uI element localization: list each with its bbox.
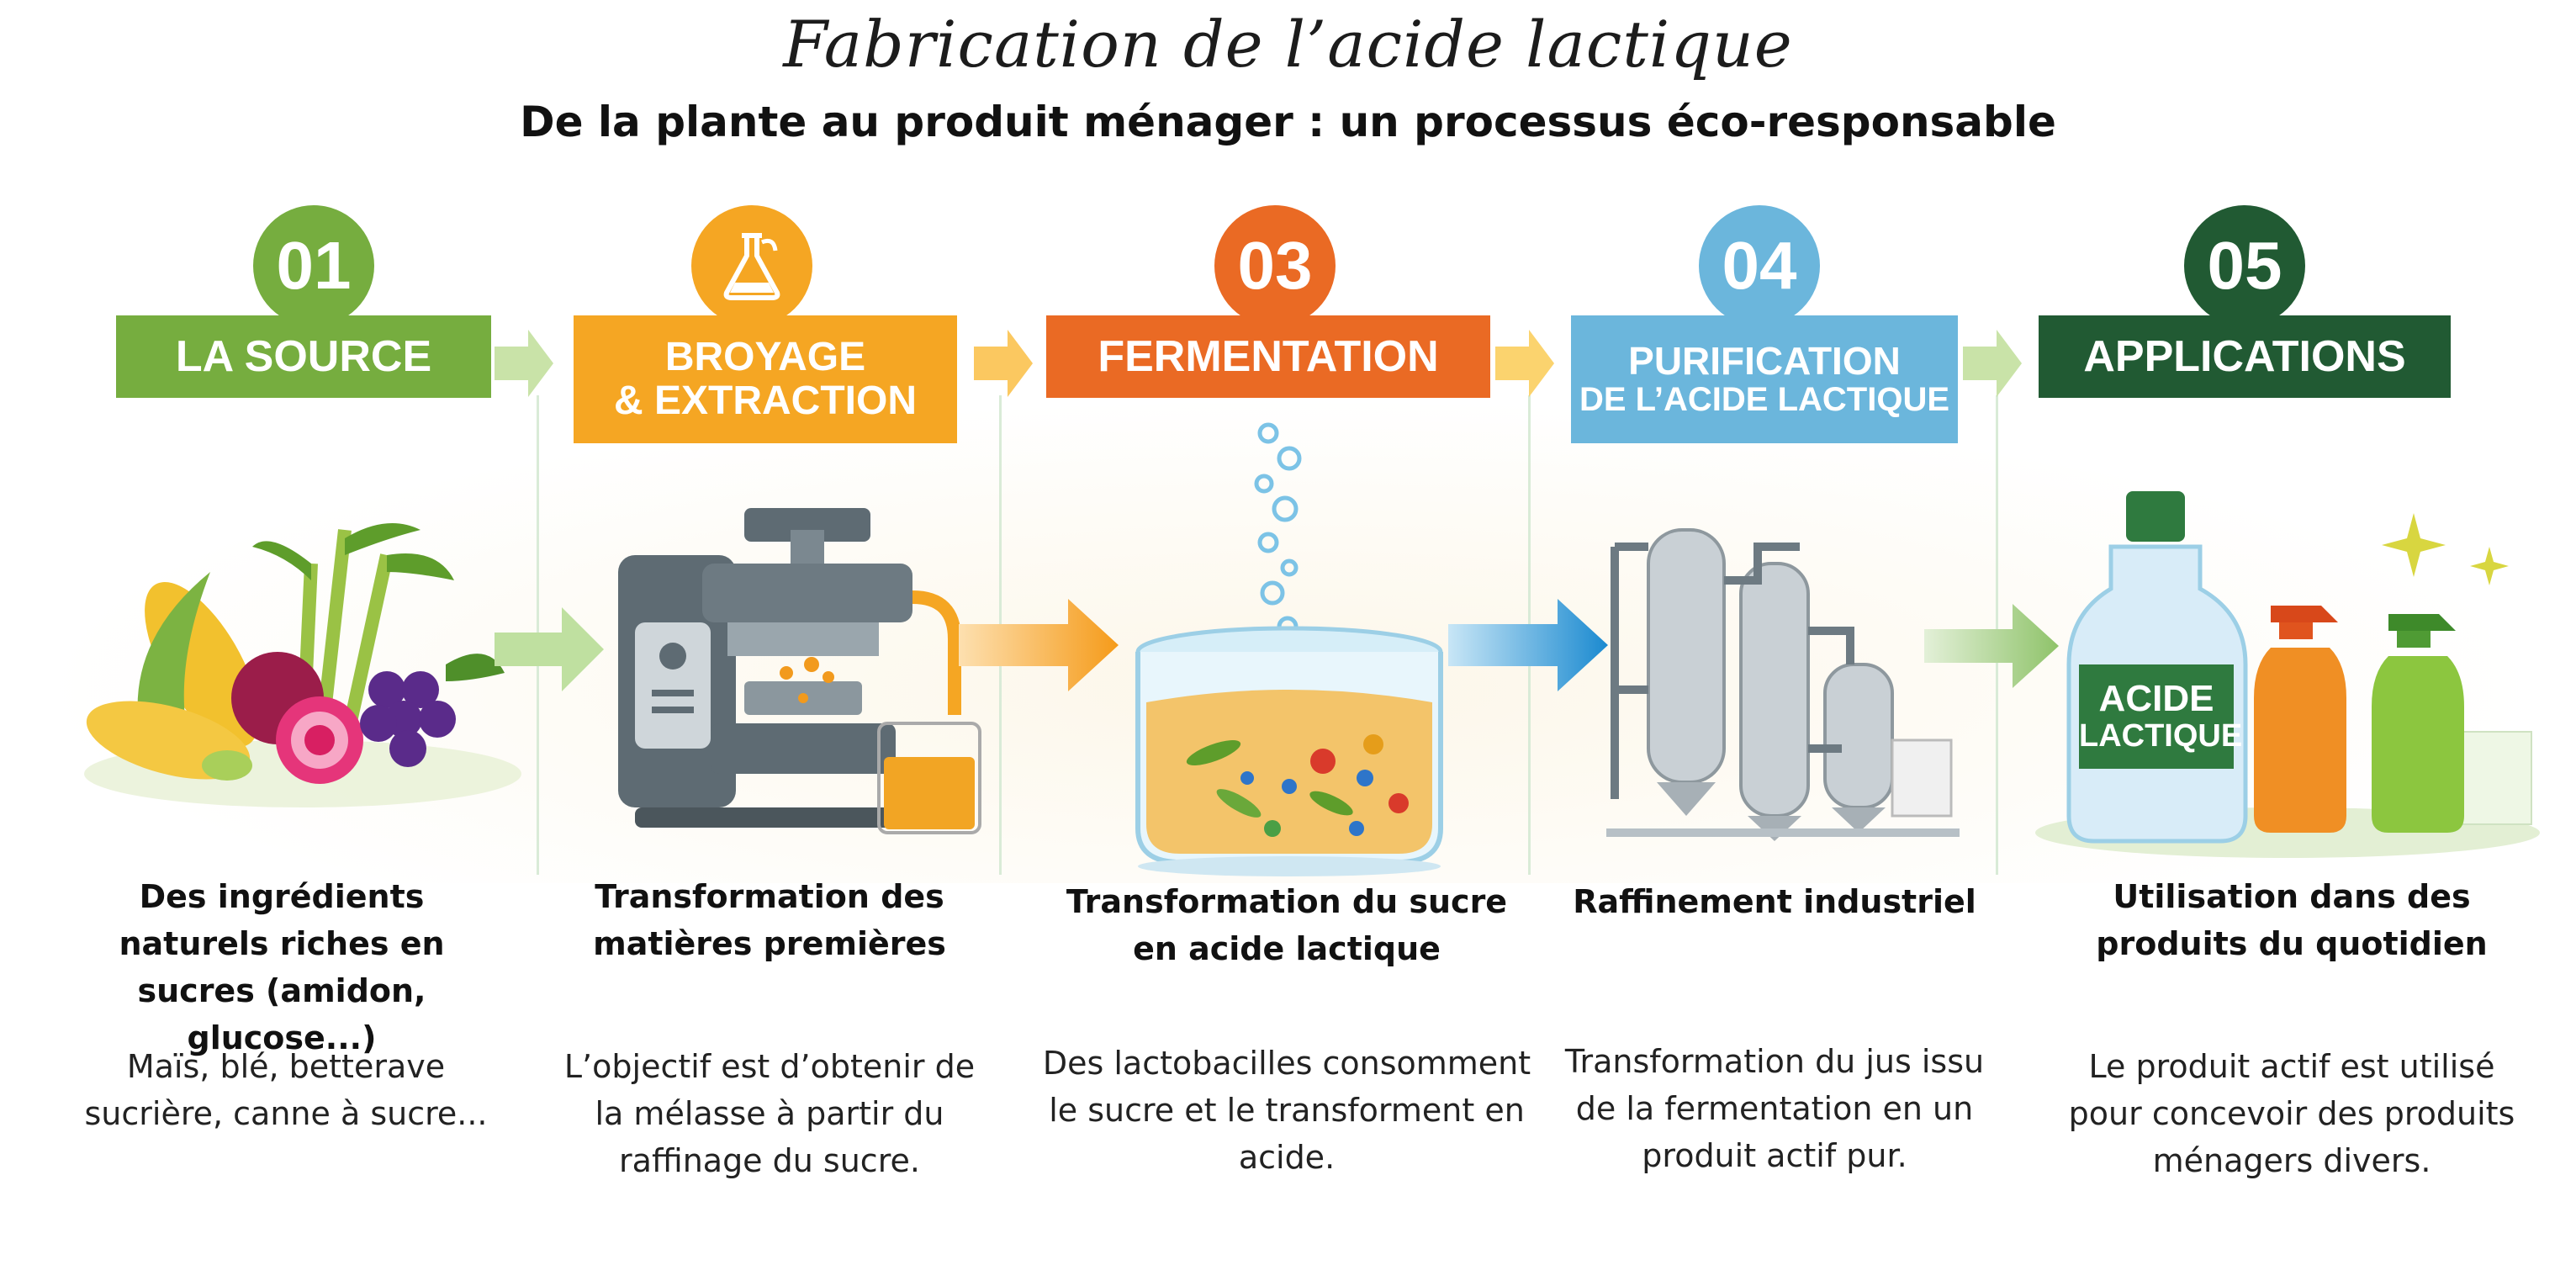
step-title: Utilisation dans des produits du quotidi… <box>2096 878 2488 962</box>
bubbles <box>1254 422 1302 638</box>
flask-icon <box>723 233 780 300</box>
page-title: Fabrication de l’acide lactique <box>783 7 1793 82</box>
grapes <box>360 671 456 767</box>
step-banner: BROYAGE & EXTRACTION <box>574 315 957 443</box>
step-number-badge: 01 <box>253 205 374 326</box>
spray-bottle-orange <box>2254 606 2346 833</box>
step-banner-line: LA SOURCE <box>175 331 432 381</box>
step-banner: FERMENTATION <box>1046 315 1490 398</box>
step-banner-line: APPLICATIONS <box>2083 331 2406 381</box>
step-icon-badge <box>691 205 812 326</box>
chevron-right-icon <box>495 330 553 397</box>
arrow-right-icon <box>1924 604 2059 688</box>
step-banner-line: PURIFICATION <box>1628 338 1901 383</box>
step-title: Transformation du sucre en acide lactiqu… <box>1066 883 1508 967</box>
step-number-badge: 03 <box>1214 205 1336 326</box>
step-banner: LA SOURCE <box>116 315 491 398</box>
step-banner: APPLICATIONS <box>2039 315 2451 398</box>
arrow-right-icon <box>1448 599 1608 691</box>
step-banner-line: & EXTRACTION <box>614 378 917 423</box>
step-banner-line: BROYAGE <box>664 335 866 380</box>
arrow-right-icon <box>495 607 604 691</box>
step-title: Des ingrédients naturels riches en sucre… <box>119 878 445 1056</box>
step-banner: PURIFICATION DE L’ACIDE LACTIQUE <box>1571 315 1958 443</box>
plants-illustration <box>84 523 521 807</box>
chevron-right-icon <box>974 330 1033 397</box>
step-title: Transformation des matières premières <box>593 878 946 962</box>
step-banner-line: DE L’ACIDE LACTIQUE <box>1579 381 1950 419</box>
bottle-label-line: ACIDE <box>2098 677 2214 719</box>
step-description: Maïs, blé, betterave sucrière, canne à s… <box>84 1048 488 1132</box>
chevron-right-icon <box>1963 330 2022 397</box>
arrow-right-icon <box>959 599 1119 691</box>
products-illustration: ACIDE LACTIQUE <box>2018 479 2540 866</box>
step-number-badge: 05 <box>2184 205 2305 326</box>
step-description: Le produit actif est utilisé pour concev… <box>2068 1048 2515 1179</box>
bacteria <box>1186 734 1409 837</box>
bottle-label-line: LACTIQUE <box>2079 718 2243 754</box>
bottle-label: ACIDE LACTIQUE <box>2079 664 2243 769</box>
refinery-illustration <box>1606 528 1960 841</box>
step-description: Des lactobacilles consomment le sucre et… <box>1042 1045 1531 1176</box>
step-description: L’objectif est d’obtenir de la mélasse à… <box>563 1048 976 1179</box>
step-number-badge: 04 <box>1699 205 1820 326</box>
page-subtitle: De la plante au produit ménager : un pro… <box>520 98 2056 146</box>
spray-bottle-green <box>2372 614 2464 833</box>
fermentation-tank-illustration <box>1135 422 1443 876</box>
press-illustration <box>618 508 981 834</box>
sparkle-icon <box>2382 513 2509 585</box>
chevron-right-icon <box>1495 330 1554 397</box>
step-description: Transformation du jus issu de la ferment… <box>1564 1043 1985 1174</box>
step-title: Raffinement industriel <box>1573 883 1976 920</box>
step-banner-line: FERMENTATION <box>1098 331 1439 381</box>
